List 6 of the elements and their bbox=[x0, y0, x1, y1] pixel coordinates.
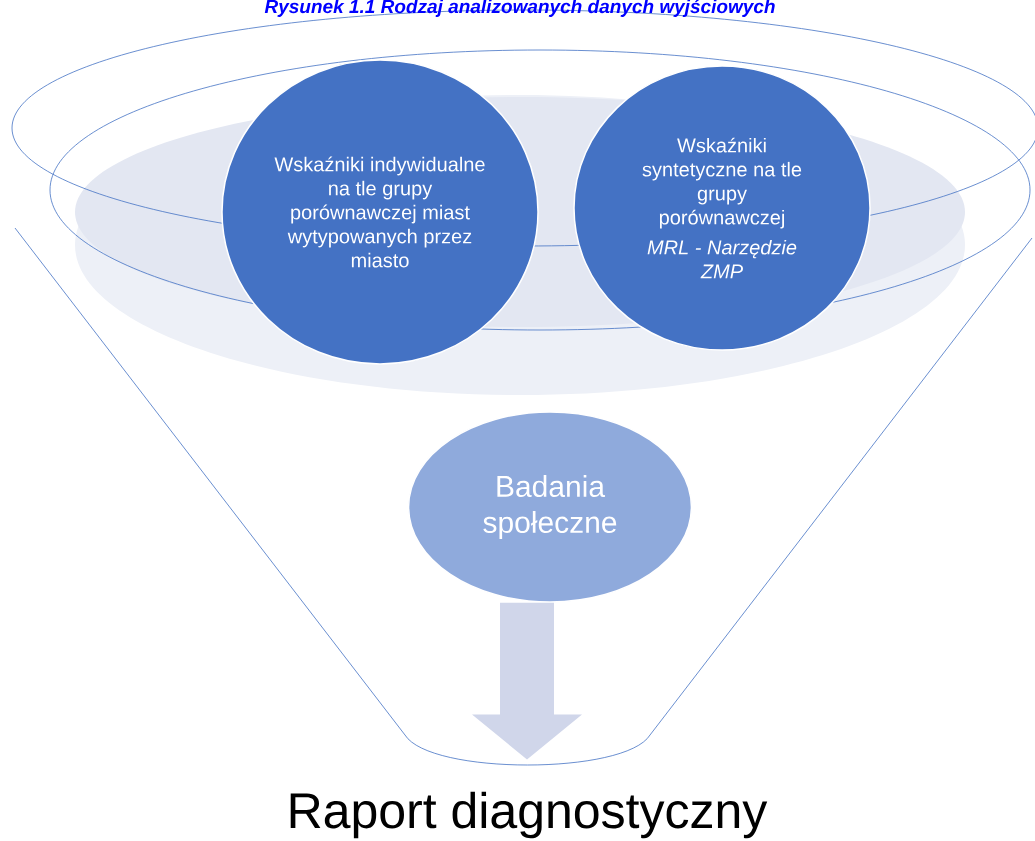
figure-title: Rysunek 1.1 Rodzaj analizowanych danych wyjściowych bbox=[264, 0, 775, 17]
report-title: Raport diagnostyczny bbox=[290, 791, 768, 839]
ellipse-node: Wskaźniki syntetyczne na tle grupy porównawczej MRL - Narzędzie ZMP bbox=[573, 65, 871, 351]
ellipse-node: Wskaźniki indywidualne na tle grupy porównawczej miast wytypowanych przez miasto bbox=[221, 59, 539, 365]
block-arrow bbox=[472, 602, 582, 760]
ellipse-node: Badania społeczne bbox=[407, 411, 693, 603]
